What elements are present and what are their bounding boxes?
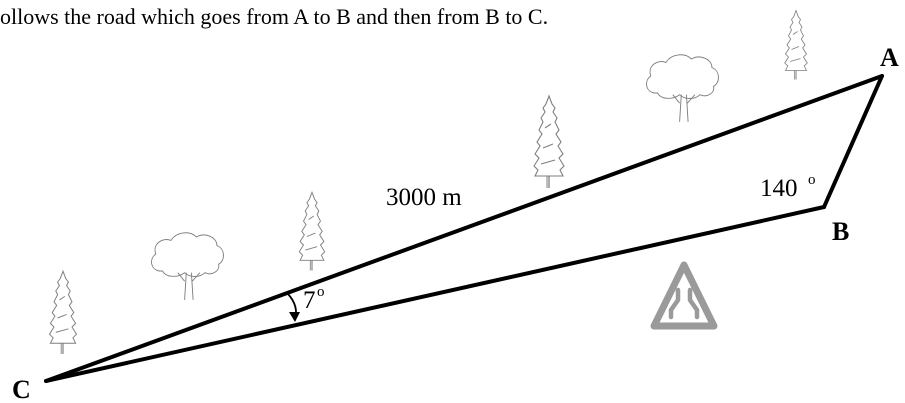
angle-b-degree-sign: o bbox=[808, 172, 816, 188]
deciduous-tree-icon bbox=[646, 54, 719, 123]
deciduous-tree-icon bbox=[151, 232, 224, 301]
vertex-a-label: A bbox=[880, 43, 899, 72]
road-ca bbox=[44, 74, 884, 383]
road-bc bbox=[44, 205, 826, 383]
vertex-c-label: C bbox=[12, 375, 31, 403]
angle-c-arc bbox=[287, 293, 300, 322]
distance-ca-label: 3000 m bbox=[386, 184, 462, 211]
conifer-tree-icon bbox=[533, 95, 565, 189]
conifer-tree-icon bbox=[784, 10, 808, 80]
conifer-tree-icon bbox=[48, 270, 78, 355]
vertex-b-label: B bbox=[832, 217, 849, 246]
conifer-tree-icon bbox=[298, 191, 326, 272]
angle-c-degree-sign: o bbox=[317, 284, 325, 300]
road-ab bbox=[822, 74, 884, 209]
problem-text: ollows the road which goes from A to B a… bbox=[0, 4, 549, 29]
angle-c-value: 7 bbox=[303, 287, 316, 314]
angle-b-value: 140 bbox=[760, 175, 798, 202]
road-narrows-warning-icon bbox=[650, 261, 718, 330]
